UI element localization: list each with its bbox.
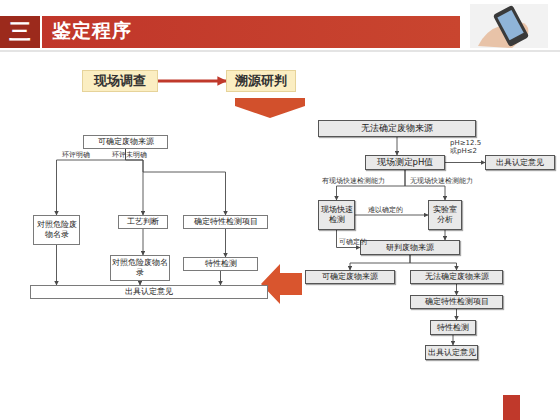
edge-label: 可确定的	[339, 238, 373, 246]
process-box: 特性检测	[183, 257, 258, 271]
flow-arrow	[220, 271, 221, 285]
header-rule	[0, 51, 560, 52]
big-down-arrow	[235, 98, 305, 118]
flow-arrow	[397, 137, 398, 155]
phone-screen	[497, 10, 523, 40]
picture-backdrop	[470, 4, 548, 48]
edge-label: 有现场快速检测能力	[322, 177, 398, 185]
process-box: 可确定废物来源	[305, 270, 395, 284]
result-box: 出具认定意见	[425, 345, 478, 360]
flow-arrow	[445, 230, 446, 240]
box-text: 溯源研判	[235, 73, 287, 89]
flow-arrow	[445, 162, 485, 163]
box-text: 确定特性检测项目	[425, 297, 489, 307]
box-text: 实验室分析	[430, 205, 460, 224]
flow-arrow	[350, 255, 410, 270]
slide-title: 鉴定程序	[52, 18, 132, 44]
edge-label: pH≥12.5 或pH≤2	[450, 139, 486, 155]
process-box: 可确定废物来源	[83, 135, 168, 149]
phone-picture	[470, 4, 548, 48]
flow-arrow	[355, 215, 428, 216]
process-box: 对照危险废物名录	[33, 215, 80, 245]
box-text: 特性检测	[437, 323, 469, 333]
box-text: 无法确定废物来源	[361, 123, 433, 134]
process-box: 研判废物来源	[360, 240, 460, 255]
box-text: 出具认定意见	[125, 287, 173, 297]
flow-arrow	[410, 255, 457, 270]
box-text: 出具认定意见	[496, 158, 544, 168]
process-box: 特性检测	[430, 320, 476, 335]
process-box: 现场快速检测	[318, 200, 355, 230]
box-text: 可确定废物来源	[98, 137, 154, 147]
section-square	[0, 16, 40, 48]
flow-arrow	[456, 284, 457, 295]
phone-body	[493, 5, 529, 47]
flow-arrow	[225, 229, 226, 257]
box-text: 现场调查	[94, 73, 146, 89]
process-box: 确定特性检测项目	[183, 215, 268, 229]
box-text: 出具认定意见	[428, 348, 476, 358]
process-box: 确定特性检测项目	[410, 295, 503, 309]
edge-label: 难以确定的	[368, 206, 418, 214]
edge-label: 环评未明确	[112, 151, 156, 159]
edge-label: 环评明确	[62, 151, 102, 159]
box-text: 工艺判断	[127, 217, 159, 227]
title-band	[42, 16, 460, 48]
box-text: 确定特性检测项目	[194, 217, 258, 227]
box-text: 现场测定pH值	[377, 157, 434, 167]
box-text: 无法确定废物来源	[425, 272, 489, 282]
flow-arrow	[456, 309, 457, 320]
process-box: 无法确定废物来源	[318, 120, 476, 137]
process-box: 无法确定废物来源	[410, 270, 503, 284]
step-box: 现场调查	[82, 70, 158, 92]
box-text: 对照危险废物名录	[35, 220, 78, 239]
flow-arrow	[143, 229, 144, 255]
edge-label: 无现场快速检测能力	[410, 177, 486, 185]
box-text: 研判废物来源	[386, 243, 434, 253]
corner-square	[503, 395, 520, 420]
process-box: 现场测定pH值	[365, 155, 445, 170]
process-box: 对照危险废物名录	[110, 255, 170, 281]
step-box: 溯源研判	[226, 70, 296, 92]
box-text: 特性检测	[205, 259, 237, 269]
section-number: 三	[0, 16, 40, 48]
result-box: 出具认定意见	[30, 285, 268, 299]
result-box: 出具认定意见	[485, 155, 555, 170]
process-box: 实验室分析	[428, 200, 462, 230]
flow-arrow	[158, 80, 226, 83]
box-text: 对照危险废物名录	[112, 258, 168, 277]
box-text: 现场快速检测	[320, 205, 353, 224]
flow-arrow	[56, 245, 57, 285]
box-text: 可确定废物来源	[322, 272, 378, 282]
flow-arrow	[453, 335, 454, 345]
process-box: 工艺判断	[118, 215, 168, 229]
